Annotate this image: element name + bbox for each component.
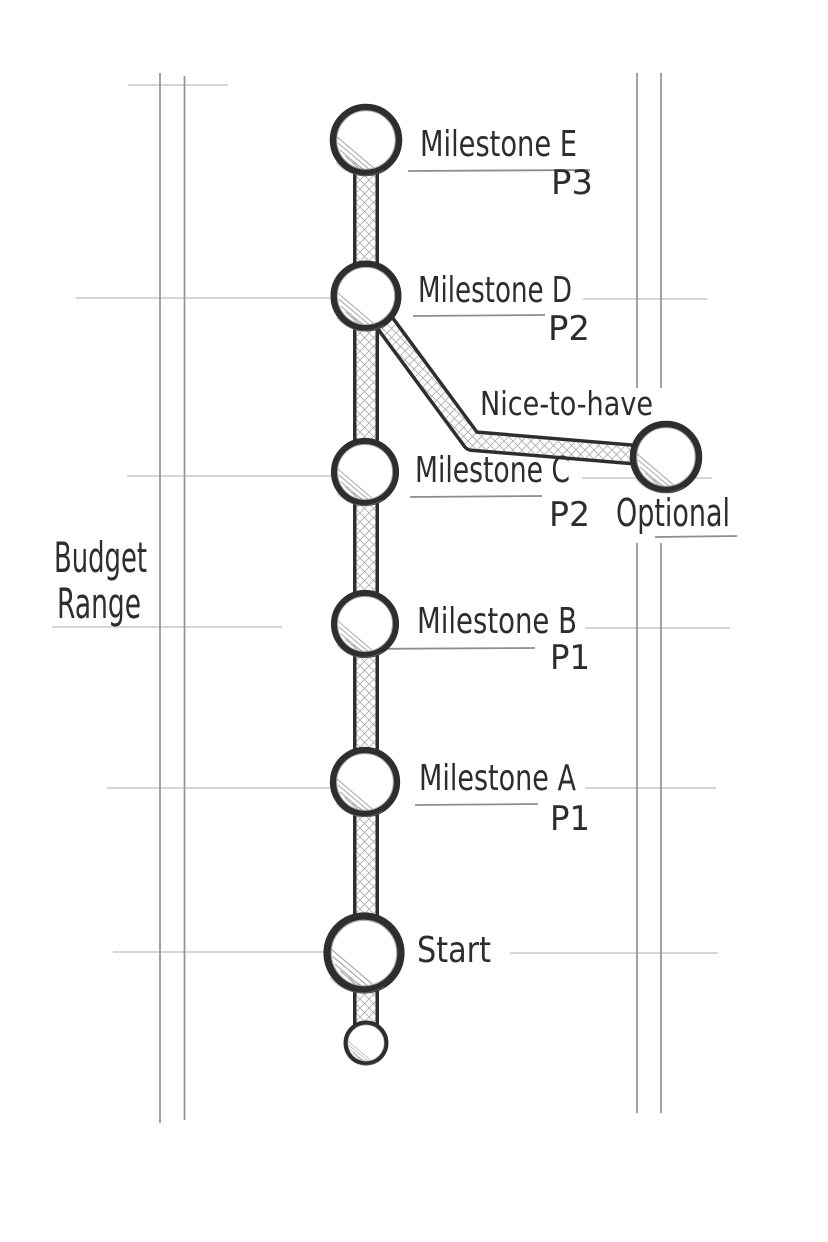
budget-range-label-line2: Range [57,579,141,628]
budget-range-guides [52,73,730,1123]
milestone-e-underline [407,169,591,172]
branch-connector [357,289,675,468]
milestone-b-label: Milestone B [417,601,577,642]
milestone-b-priority: P1 [550,638,590,678]
milestone-e-node [333,107,399,176]
milestone-b-node [334,593,396,657]
milestone-a-node [333,750,397,816]
labels: Budget Range Milestone E P3 Milestone D … [54,124,730,971]
milestone-nodes [327,107,699,1065]
optional-underline [654,535,738,538]
terminus-node [346,1023,387,1065]
milestone-a-underline [414,803,539,806]
milestone-a-priority: P1 [550,799,590,839]
budget-range-label-line1: Budget [54,533,147,582]
milestone-d-label: Milestone D [418,270,572,311]
start-node [327,916,401,993]
branch-rail-hatch [360,292,672,465]
optional-node [633,424,699,493]
milestone-d-priority: P2 [548,309,590,349]
milestone-c-underline [409,495,543,498]
milestone-c-node [334,441,396,505]
milestone-c-priority: P2 [549,495,590,535]
branch-label: Nice-to-have [480,384,653,423]
milestone-d-node [334,264,399,331]
start-label: Start [417,930,491,971]
milestone-a-label: Milestone A [419,758,576,799]
optional-label: Optional [616,491,730,535]
branch-rail-outline [357,289,675,468]
milestone-e-priority: P3 [551,163,593,203]
milestone-e-label: Milestone E [420,124,577,165]
milestone-c-label: Milestone C [415,450,570,491]
milestone-d-underline [412,314,546,317]
